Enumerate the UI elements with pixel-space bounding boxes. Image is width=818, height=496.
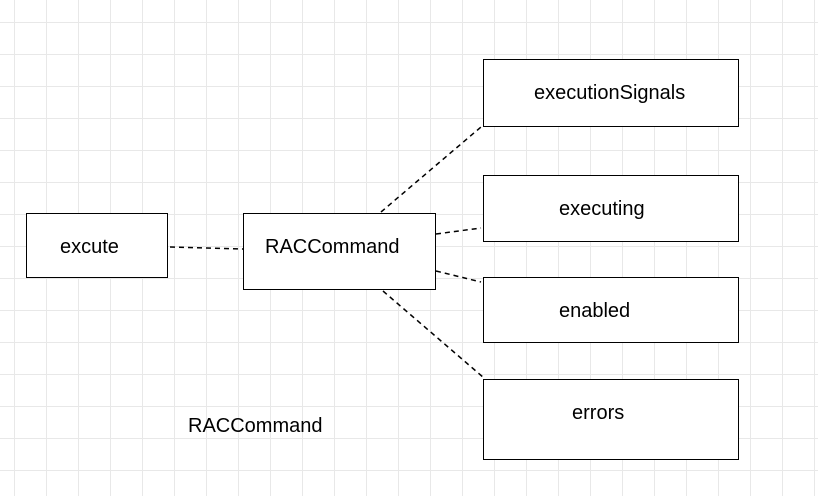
label-executing: executing: [559, 198, 645, 220]
edge-raccommand-errors: [382, 290, 485, 379]
label-enabled: enabled: [559, 300, 631, 322]
label-executionsignals: executionSignals: [534, 82, 686, 104]
node-executing[interactable]: [483, 175, 739, 242]
edge-raccommand-executionsignals: [380, 126, 482, 213]
node-executionsignals[interactable]: [483, 59, 739, 127]
diagram-caption: RACCommand: [188, 415, 323, 437]
label-raccommand: RACCommand: [265, 236, 400, 258]
node-raccommand[interactable]: [243, 213, 436, 290]
node-enabled[interactable]: [483, 277, 739, 343]
edge-raccommand-enabled: [435, 270, 482, 283]
node-excute[interactable]: [26, 213, 168, 278]
node-errors[interactable]: [483, 379, 739, 460]
label-errors: errors: [572, 402, 625, 424]
label-excute: excute: [60, 236, 119, 258]
edge-raccommand-executing: [435, 227, 482, 235]
edge-excute-raccommand: [169, 246, 244, 250]
